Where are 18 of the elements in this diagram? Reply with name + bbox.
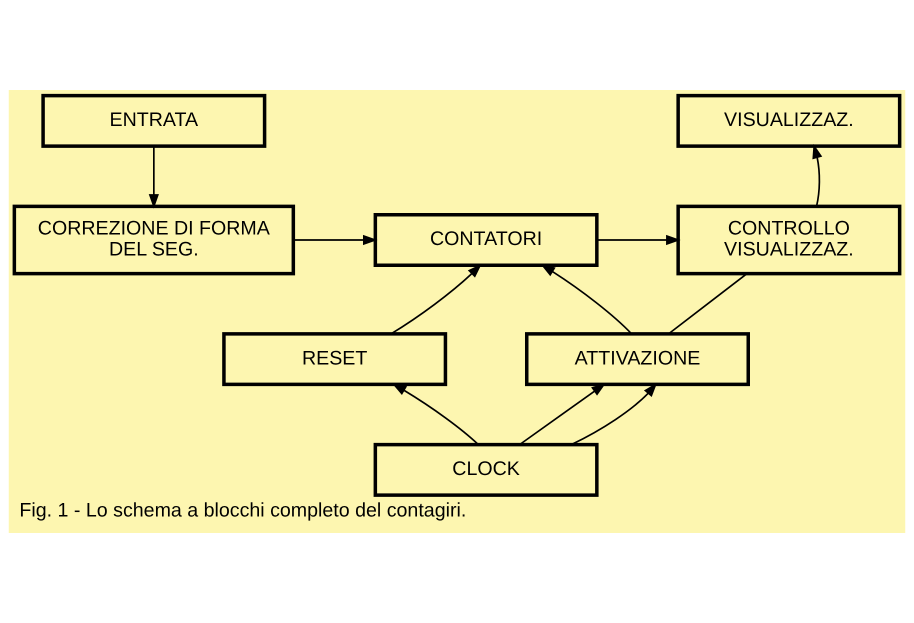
arrow bbox=[540, 264, 632, 334]
node-box: VISUALIZZAZ. bbox=[676, 94, 902, 148]
node-box: ENTRATA bbox=[41, 94, 266, 148]
arrow bbox=[812, 144, 822, 206]
arrow bbox=[293, 234, 378, 246]
arrow bbox=[597, 234, 681, 246]
connector bbox=[668, 273, 748, 334]
arrow bbox=[570, 382, 658, 446]
node-box: CLOCK bbox=[374, 442, 599, 497]
node-box: CORREZIONE DI FORMA DEL SEG. bbox=[12, 204, 296, 276]
arrow bbox=[519, 383, 606, 446]
caption: Fig. 1 - Lo schema a blocchi completo del contagiri. bbox=[19, 499, 466, 522]
node-box: CONTROLLO VISUALIZZAZ. bbox=[676, 204, 902, 276]
arrow bbox=[148, 146, 159, 209]
node-box: ATTIVAZIONE bbox=[525, 332, 750, 386]
arrow bbox=[392, 383, 479, 446]
node-box: RESET bbox=[222, 332, 448, 386]
node-box: CONTATORI bbox=[374, 213, 599, 267]
